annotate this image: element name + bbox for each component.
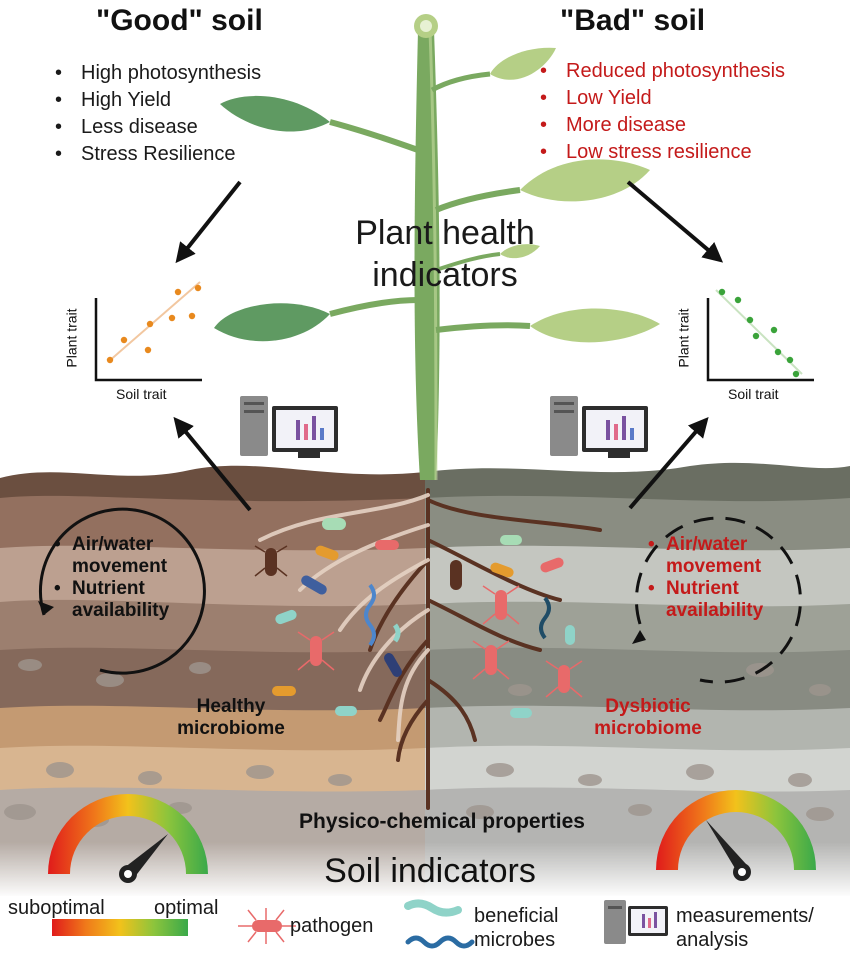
good-trait: High Yield (55, 87, 261, 114)
pathogen-bad-1 (482, 585, 520, 625)
plot-bad (706, 288, 814, 382)
legend-measurements: measurements/ analysis (676, 905, 814, 951)
dysbiotic-microbiome-label: Dysbiotic microbiome (594, 696, 702, 739)
gauge-bad (656, 790, 816, 881)
computer-icon-right (550, 396, 648, 458)
bad-soil-process: Air/water movement (646, 534, 796, 578)
leaf-3 (520, 159, 650, 202)
microbes-bad (450, 535, 583, 718)
good-trait: Less disease (55, 114, 261, 141)
legend-gradient-bar (52, 919, 188, 936)
good-soil-processes: Air/water movement Nutrient availability (52, 534, 202, 622)
plot-dot (168, 314, 176, 322)
plot-dot (786, 356, 794, 364)
soil-indicators-label: Soil indicators (324, 852, 536, 890)
bad-soil-heading: "Bad" soil (560, 4, 706, 37)
good-trait: High photosynthesis (55, 60, 261, 87)
roots (258, 488, 602, 810)
plot-dot (792, 370, 800, 378)
legend-suboptimal: suboptimal (8, 897, 105, 919)
plot-dot (188, 312, 196, 320)
legend-beneficial: beneficial microbes (474, 905, 559, 951)
good-plot-ylabel: Plant trait (63, 308, 80, 368)
pathogen-good-1 (297, 631, 335, 671)
bad-plot-ylabel: Plant trait (675, 308, 692, 368)
bad-trait: Low Yield (540, 85, 785, 112)
bad-trait: Low stress resilience (540, 139, 785, 166)
plot-dot (120, 336, 128, 344)
plot-dot (718, 288, 726, 296)
physico-chemical-label: Physico-chemical properties (299, 810, 585, 833)
bad-soil-process: Nutrient availability (646, 578, 796, 622)
plant (214, 14, 660, 481)
bad-soil-processes: Air/water movement Nutrient availability (646, 534, 796, 622)
good-trait: Stress Resilience (55, 141, 261, 168)
leaf-5 (530, 308, 660, 343)
computer-icon-left (240, 396, 338, 458)
pathogen-bad-2 (472, 640, 510, 680)
plant-health-label: Plant health indicators (355, 214, 535, 294)
plot-dot (734, 296, 742, 304)
good-soil-process: Nutrient availability (52, 578, 202, 622)
leaf-1 (490, 47, 556, 80)
computer-legend-icon (604, 900, 668, 944)
plot-dot (194, 284, 202, 292)
beneficial-legend-icon (404, 899, 475, 949)
bad-traits-list: Reduced photosynthesis Low Yield More di… (540, 58, 785, 166)
legend-pathogen: pathogen (290, 915, 374, 937)
plot-dot (174, 288, 182, 296)
microbes-good (254, 518, 402, 716)
good-plot-xlabel: Soil trait (116, 386, 167, 402)
plot-dot (146, 320, 154, 328)
plot-dot (144, 346, 152, 354)
pathogen-bad-3 (545, 660, 583, 698)
good-traits-list: High photosynthesis High Yield Less dise… (55, 60, 261, 168)
plot-dot (746, 316, 754, 324)
pathogen-legend-icon (238, 908, 296, 944)
plot-dot (106, 356, 114, 364)
gauge-good (48, 794, 208, 883)
good-soil-heading: "Good" soil (96, 4, 263, 37)
plot-good (94, 281, 202, 382)
leaf-4 (214, 303, 330, 342)
good-soil-process: Air/water movement (52, 534, 202, 578)
bad-trait: Reduced photosynthesis (540, 58, 785, 85)
plot-dot (774, 348, 782, 356)
healthy-microbiome-label: Healthy microbiome (177, 696, 285, 739)
bad-plot-xlabel: Soil trait (728, 386, 779, 402)
arrows (173, 180, 724, 512)
legend-optimal: optimal (154, 897, 219, 919)
bad-trait: More disease (540, 112, 785, 139)
plot-dot (770, 326, 778, 334)
plot-dot (752, 332, 760, 340)
